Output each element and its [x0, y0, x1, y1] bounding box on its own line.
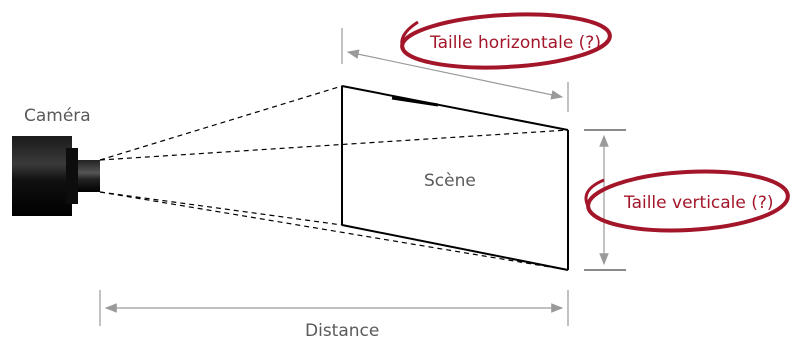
vertical-size-highlight: [584, 169, 790, 233]
scene-top-highlight: [391, 96, 439, 107]
camera-icon: [12, 136, 100, 216]
vertical-size-dimension: [584, 129, 626, 271]
fov-top-line: [99, 85, 343, 161]
fov-bottom-line: [99, 191, 343, 226]
horizontal-size-label: Taille horizontale (?): [429, 33, 601, 53]
vertical-size-label: Taille verticale (?): [623, 193, 774, 213]
horizontal-size-dimension: [341, 28, 569, 112]
camera-label: Caméra: [24, 106, 91, 126]
scene-label: Scène: [424, 171, 476, 191]
horizontal-size-highlight: [400, 12, 612, 70]
field-of-view-lines: [99, 85, 569, 271]
fov-bottom-far-line: [99, 191, 569, 271]
distance-dimension: [99, 290, 569, 326]
distance-label: Distance: [305, 321, 379, 341]
fov-top-far-line: [99, 129, 569, 161]
